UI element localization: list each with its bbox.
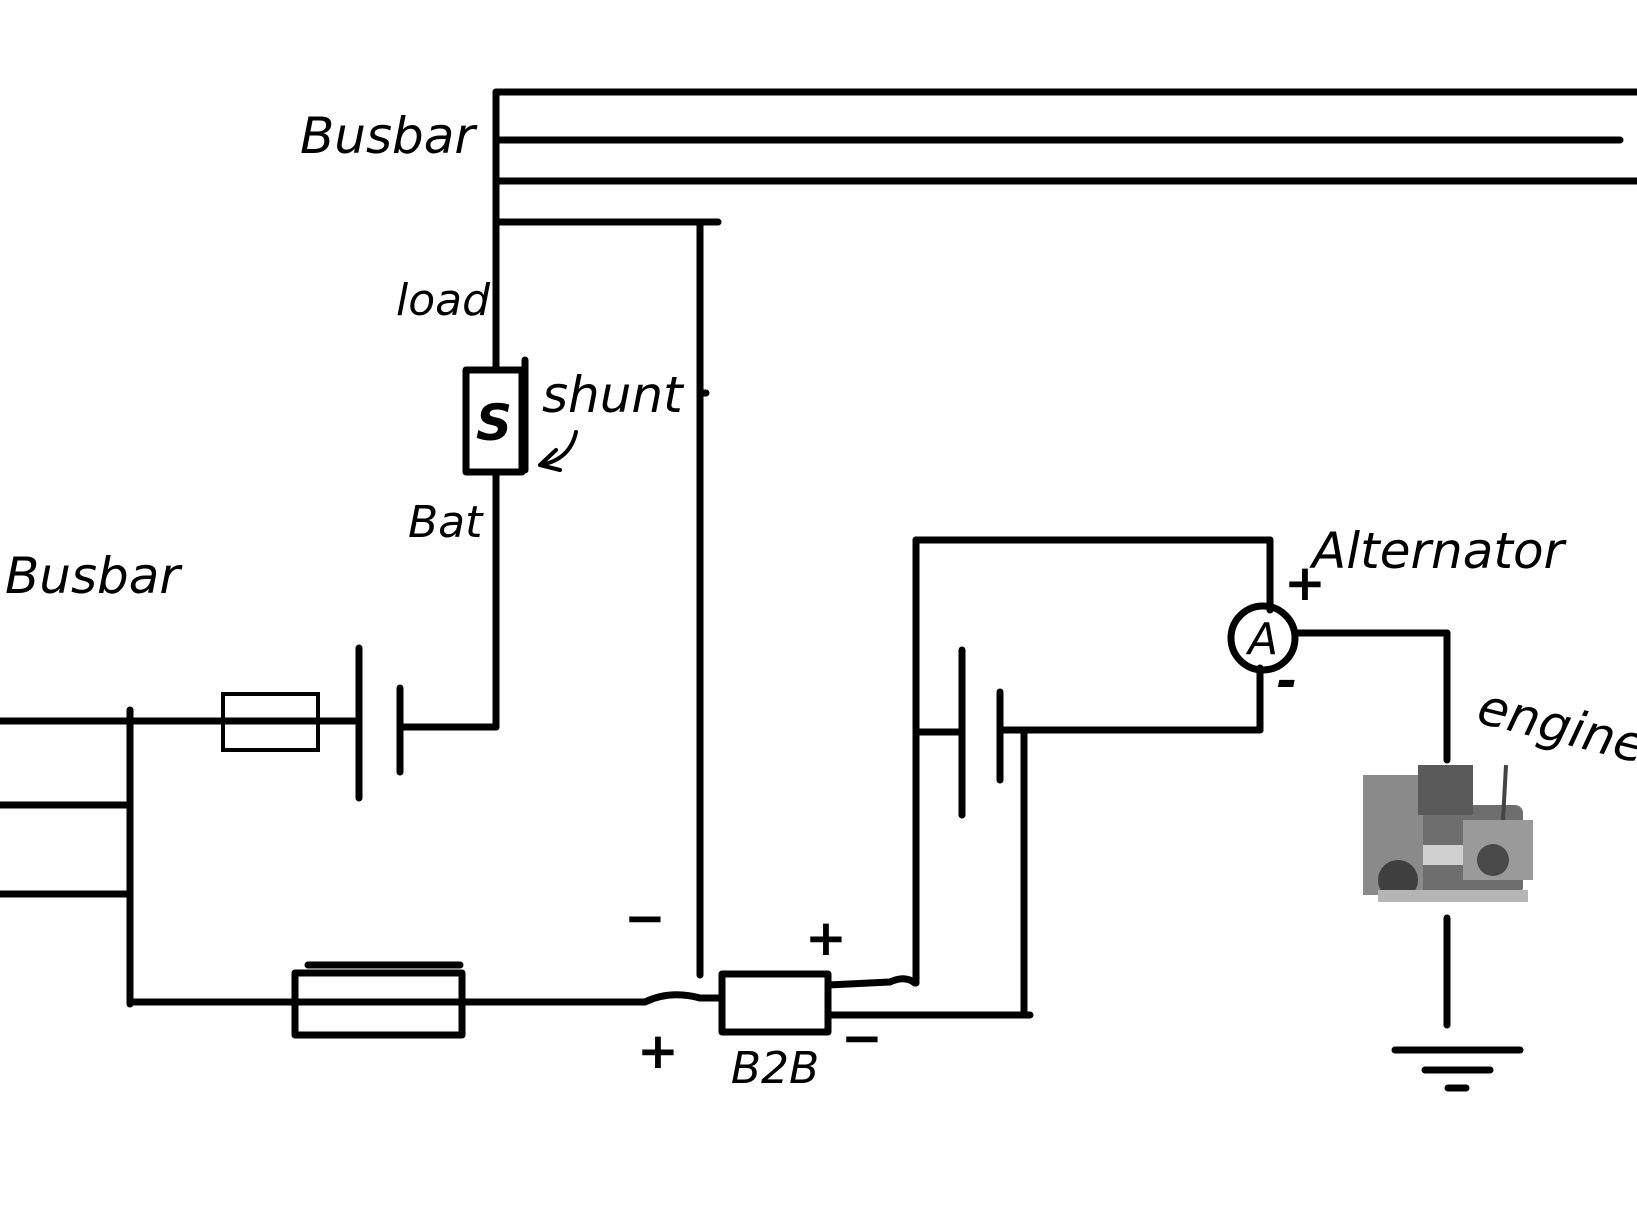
- alternator-symbol: A: [1227, 602, 1299, 674]
- alternator-letter: A: [1245, 614, 1278, 665]
- house-battery-symbol: [355, 644, 404, 802]
- b2b-label: B2B: [731, 1043, 819, 1094]
- alternator-label: Alternator: [1309, 522, 1568, 580]
- alternator-plus-label: +: [1284, 554, 1326, 612]
- shunt-letter: S: [476, 394, 512, 452]
- b2b-output-plus-label: +: [805, 909, 847, 967]
- fuse-lower-icon: [291, 961, 466, 1039]
- alternator-minus-label: -: [1277, 652, 1298, 710]
- engine-icon: [1363, 764, 1533, 902]
- starter-battery-symbol: [958, 646, 1004, 819]
- shunt-symbol: S: [462, 356, 529, 476]
- busbar-left-label: Busbar: [5, 547, 183, 605]
- b2b-output-minus-label: −: [841, 1009, 883, 1067]
- b2b-charger: [718, 970, 832, 1036]
- b2b-input-minus-label: −: [624, 889, 666, 947]
- shunt-label: shunt: [542, 366, 685, 424]
- top-busbar: [492, 88, 1637, 244]
- left-busbar: [0, 706, 134, 1008]
- busbar-top-label: Busbar: [300, 107, 478, 165]
- b2b-input-plus-label: +: [637, 1022, 679, 1080]
- b2b-input-bend: [641, 991, 726, 1006]
- bat-label: Bat: [408, 497, 484, 548]
- b2b-output-positive-wire: [824, 975, 919, 989]
- load-label: load: [396, 275, 491, 326]
- fuse-upper-icon: [221, 692, 320, 752]
- shunt-arrow-icon: [538, 430, 578, 472]
- ground-icon: [1391, 1046, 1524, 1092]
- engine-label: engine: [1472, 677, 1637, 775]
